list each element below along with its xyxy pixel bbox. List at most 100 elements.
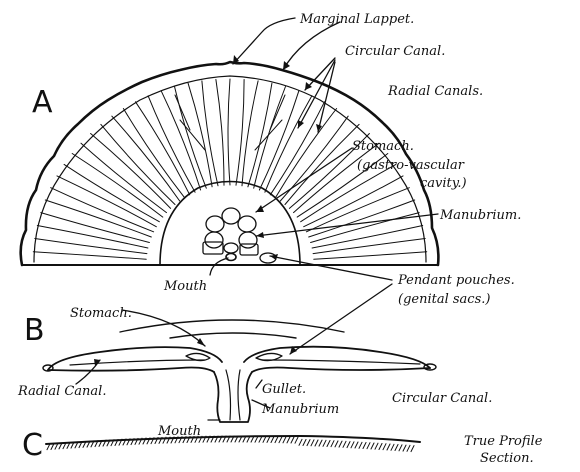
label-stomach-a-1: Stomach. bbox=[352, 139, 414, 154]
profile-hatch-line bbox=[395, 445, 398, 451]
radial-canal-line bbox=[265, 96, 312, 192]
label-stomach-b: Stomach. bbox=[70, 306, 132, 321]
radial-canal-line bbox=[259, 91, 299, 190]
label-true-profile-2: Section. bbox=[480, 451, 534, 466]
radial-canal-line bbox=[254, 87, 286, 189]
profile-hatch-line bbox=[283, 437, 286, 443]
label-circular-canal: Circular Canal. bbox=[345, 44, 445, 59]
leader-pendant-1 bbox=[270, 256, 392, 280]
profile-hatch-line bbox=[375, 443, 378, 449]
radial-canal-line bbox=[112, 116, 180, 201]
radial-canal-line bbox=[91, 134, 171, 209]
profile-hatch-line bbox=[399, 445, 402, 451]
profile-hatch-line bbox=[403, 445, 406, 451]
profile-hatch-line bbox=[267, 436, 270, 442]
profile-hatch-line bbox=[279, 437, 282, 443]
panel-c-profile bbox=[46, 436, 420, 452]
profile-hatch-line bbox=[311, 440, 314, 446]
profile-hatch-line bbox=[387, 444, 390, 450]
leader-stomach-b bbox=[122, 310, 205, 346]
panel-letters: A B C bbox=[22, 85, 53, 463]
label-radial-canal-b: Radial Canal. bbox=[17, 384, 106, 399]
profile-hatch-line bbox=[307, 440, 310, 446]
profile-hatch-line bbox=[343, 441, 346, 447]
profile-hatch-line bbox=[299, 439, 302, 445]
leader-pendant-2 bbox=[290, 284, 392, 354]
radial-canal-line bbox=[228, 79, 230, 185]
radial-canal-line bbox=[64, 164, 159, 221]
profile-hatch-line bbox=[339, 441, 342, 447]
profile-hatch-line bbox=[331, 441, 334, 447]
profile-hatch-line bbox=[383, 444, 386, 450]
label-stomach-a-2: (gastro-vascular bbox=[357, 158, 465, 173]
radial-canal-line bbox=[202, 81, 218, 186]
profile-hatch-line bbox=[351, 442, 354, 448]
leader-marginal-lappet bbox=[233, 18, 295, 64]
profile-hatch-line bbox=[335, 441, 338, 447]
profile-hatch-line bbox=[371, 443, 374, 449]
radial-canal-branch bbox=[180, 120, 205, 150]
radial-canal-branch bbox=[175, 95, 190, 130]
profile-hatch-line bbox=[291, 437, 294, 443]
profile-hatch-line bbox=[275, 437, 278, 443]
gullet-channel bbox=[226, 370, 240, 420]
radial-canal-line bbox=[101, 124, 175, 204]
radial-canal-line bbox=[216, 80, 224, 186]
profile-hatch-line bbox=[263, 436, 266, 442]
profile-hatch-line bbox=[315, 440, 318, 446]
radial-canal-line bbox=[236, 80, 244, 186]
profile-hatch-line bbox=[367, 443, 370, 449]
panel-letter-c: C bbox=[22, 428, 43, 463]
radial-canal-line bbox=[313, 239, 425, 254]
radial-canal-line bbox=[81, 143, 167, 212]
label-mouth-b: Mouth bbox=[157, 424, 201, 439]
section-body-upper bbox=[48, 347, 430, 370]
profile-hatch-line bbox=[319, 440, 322, 446]
profile-hatch-line bbox=[359, 442, 362, 448]
leader-mouth-a bbox=[210, 258, 228, 275]
panel-letter-b: B bbox=[24, 313, 45, 348]
radial-canal-line bbox=[242, 81, 258, 186]
leader-manubrium-a bbox=[256, 214, 438, 236]
profile-hatch-line bbox=[379, 444, 382, 450]
profile-hatch-line bbox=[363, 443, 366, 449]
radial-canal-line bbox=[306, 188, 409, 232]
profile-hatch-line bbox=[327, 441, 330, 447]
profile-hatch-line bbox=[323, 440, 326, 446]
label-stomach-a-3: cavity.) bbox=[420, 176, 467, 191]
label-pendant-1: Pendant pouches. bbox=[397, 273, 515, 288]
profile-hatch-line bbox=[295, 437, 298, 443]
label-manubrium-a: Manubrium. bbox=[439, 208, 521, 223]
radial-canal-line bbox=[148, 96, 195, 192]
radial-canal-line bbox=[72, 154, 163, 218]
label-pendant-2: (genital sacs.) bbox=[398, 292, 490, 307]
profile-hatch-line bbox=[411, 446, 414, 452]
radial-canal-branch bbox=[255, 120, 282, 150]
label-manubrium-b: Manubrium bbox=[261, 402, 339, 417]
profile-hatch-line bbox=[287, 437, 290, 443]
label-true-profile-1: True Profile bbox=[464, 434, 543, 449]
profile-hatch-line bbox=[347, 442, 350, 448]
radial-canal-line bbox=[33, 252, 146, 260]
profile-hatch-line bbox=[355, 442, 358, 448]
radial-canal-line bbox=[314, 252, 427, 260]
radial-canal-line bbox=[304, 176, 403, 227]
profile-hatch-line bbox=[407, 445, 410, 451]
radial-canal-line bbox=[275, 109, 336, 198]
radial-canal-line bbox=[37, 226, 148, 249]
section-body-lower bbox=[48, 368, 430, 373]
profile-hatch-line bbox=[303, 440, 306, 446]
leader-circular-canal bbox=[283, 22, 340, 70]
profile-hatch-line bbox=[391, 444, 394, 450]
manubrium-tube bbox=[214, 372, 252, 422]
label-gullet-b: Gullet. bbox=[262, 382, 306, 397]
profile-hatch-line bbox=[271, 437, 274, 443]
radial-canal-line bbox=[35, 239, 147, 254]
panel-b-section bbox=[43, 320, 436, 422]
label-marginal-lappet: Marginal Lappet. bbox=[299, 12, 414, 27]
label-circular-canal-b: Circular Canal. bbox=[392, 391, 492, 406]
radial-canal-line bbox=[175, 87, 207, 189]
label-mouth-a: Mouth bbox=[163, 279, 207, 294]
